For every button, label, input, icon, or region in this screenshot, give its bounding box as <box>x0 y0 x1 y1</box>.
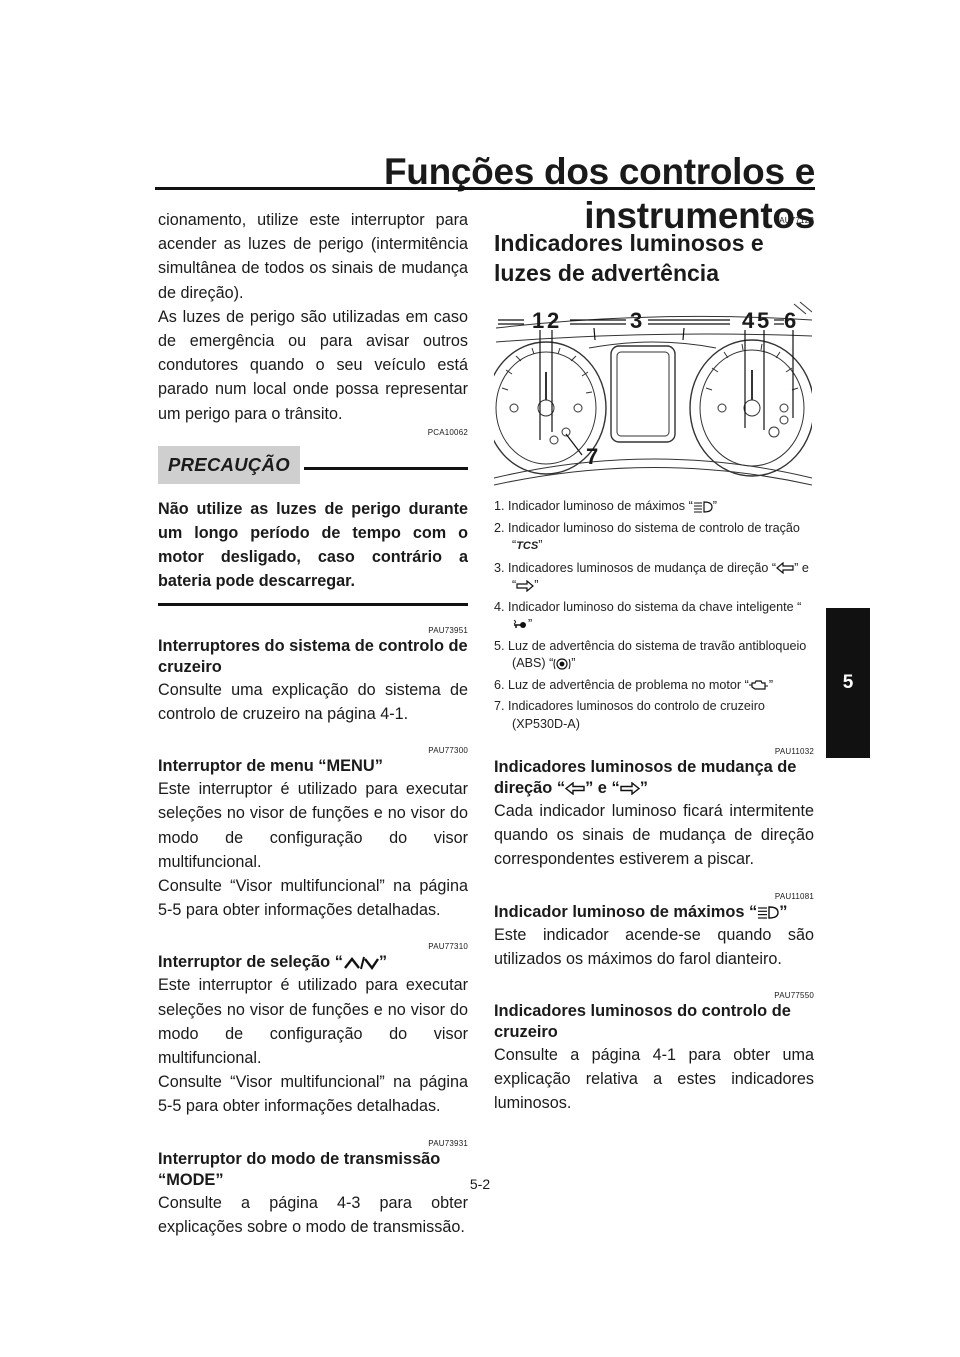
section-title-high-beam: Indicador luminoso de máximos “” <box>494 902 788 921</box>
figure-label-1: 1 <box>532 308 545 333</box>
section-code: PAU73931 <box>428 1138 468 1148</box>
legend-item: 6. Luz de advertência de problema no mot… <box>494 677 774 692</box>
section-text-select-1: Este interruptor é utilizado para execut… <box>158 976 468 1068</box>
caution-rule <box>303 467 468 471</box>
abs-warning-icon <box>553 658 571 670</box>
turn-right-arrow-icon <box>516 579 535 592</box>
left-column: cionamento, utilize este interruptor par… <box>158 208 468 1239</box>
section-code: PAU77310 <box>428 942 468 952</box>
caution-label: PRECAUÇÃO <box>158 445 300 484</box>
page-number: 5-2 <box>469 1176 491 1192</box>
section-code: PAU11081 <box>774 891 814 901</box>
section-text-cruise-switches: Consulte uma explicação do sistema de co… <box>158 680 468 724</box>
section-text-menu-2: Consulte “Visor multifuncional” na págin… <box>158 877 468 920</box>
page-header: Funções dos controlos e instrumentos <box>155 150 815 238</box>
section-title-indicators: Indicadores luminosos e luzes de advertê… <box>494 230 764 286</box>
caution-box: PRECAUÇÃO Não utilize as luzes de perigo… <box>158 443 468 606</box>
turn-left-arrow-icon <box>565 782 585 796</box>
section-title-cruise-switches: Interruptores do sistema de controlo de … <box>158 636 468 676</box>
section-text-mode: Consulte a página 4-3 para obter explica… <box>158 1193 468 1236</box>
section-text-menu-1: Este interruptor é utilizado para execut… <box>158 780 468 871</box>
tcs-icon: TCS <box>516 540 539 552</box>
section-code: PAU77550 <box>774 991 814 1001</box>
figure-label-7: 7 <box>586 444 599 469</box>
section-code: PAU73951 <box>428 625 468 635</box>
figure-label-2: 2 <box>547 308 560 333</box>
caution-code: PCA10062 <box>427 427 468 437</box>
legend-item: 7. Indicadores luminosos do controlo de … <box>494 699 765 731</box>
smart-key-icon <box>513 619 526 628</box>
instrument-cluster-figure: 1 2 3 4 5 6 7 <box>494 300 812 492</box>
section-title-menu: Interruptor de menu “MENU” <box>158 757 383 776</box>
section-title-mode: Interruptor do modo de transmissão “MODE… <box>158 1149 441 1189</box>
section-code: PAU77300 <box>428 746 468 756</box>
turn-right-arrow-icon <box>619 782 640 796</box>
section-title-turn-signals: Indicadores luminosos de mudança de dire… <box>494 758 797 797</box>
instrument-cluster-drawing <box>494 301 812 486</box>
high-beam-icon <box>758 906 779 919</box>
section-text-select-2: Consulte “Visor multifuncional” na págin… <box>158 1073 468 1116</box>
header-rule <box>155 187 815 190</box>
section-code: PAU11032 <box>774 747 814 756</box>
section-title-cruise-indicators: Indicadores luminosos do controlo de cru… <box>494 1002 791 1042</box>
page-title: Funções dos controlos e instrumentos <box>384 151 815 236</box>
turn-left-arrow-icon <box>776 562 794 575</box>
legend-item: 4. Indicador luminoso do sistema da chav… <box>494 599 802 632</box>
legend-item: 5. Luz de advertência do sistema de trav… <box>494 638 807 671</box>
chapter-tab[interactable]: 5 <box>826 608 870 758</box>
section-code: PAU77122 <box>774 216 814 225</box>
caution-text: Não utilize as luzes de perigo durante u… <box>158 499 468 590</box>
section-text-high-beam: Este indicador acende-se quando são util… <box>494 925 814 968</box>
figure-label-6: 6 <box>784 308 797 333</box>
caution-end-rule <box>158 602 468 606</box>
engine-warning-icon <box>748 680 768 690</box>
legend-item: 3. Indicadores luminosos de mudança de d… <box>494 560 809 593</box>
right-column: PAU77122 Indicadores luminosos e luzes d… <box>494 208 814 1116</box>
section-title-select: Interruptor de seleção “” <box>158 953 388 972</box>
section-text-turn-signals: Cada indicador luminoso ficará intermite… <box>494 802 814 869</box>
figure-label-5: 5 <box>757 308 770 333</box>
legend-item: 2. Indicador luminoso do sistema de cont… <box>494 520 800 553</box>
intro-paragraph-1: cionamento, utilize este interruptor par… <box>158 211 468 302</box>
legend-item: 1. Indicador luminoso de máximos “” <box>494 499 717 513</box>
figure-label-3: 3 <box>630 308 643 333</box>
section-text-cruise-indicators: Consulte a página 4-1 para obter uma exp… <box>494 1046 814 1113</box>
figure-legend: 1. Indicador luminoso de máximos “” 2. I… <box>494 498 814 733</box>
high-beam-icon <box>693 501 713 513</box>
intro-paragraph-2: As luzes de perigo são utilizadas em cas… <box>158 307 468 423</box>
figure-label-4: 4 <box>742 308 755 333</box>
up-down-arrow-icon <box>343 956 379 971</box>
